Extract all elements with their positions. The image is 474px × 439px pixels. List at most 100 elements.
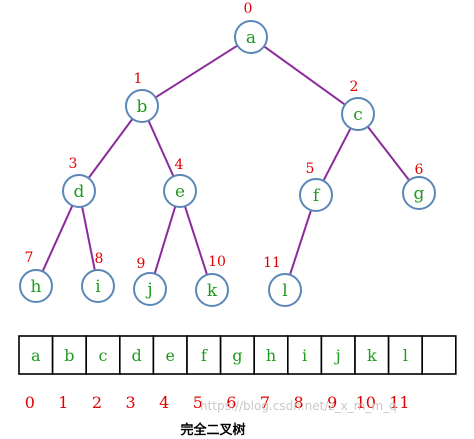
- array-cell-value: j: [334, 346, 341, 365]
- array-cell: e: [152, 335, 188, 375]
- array-cell-box: [186, 335, 222, 375]
- node-index-label: 1: [134, 71, 143, 87]
- tree-node-a: a0: [234, 1, 268, 54]
- tree-node-g: g6: [402, 162, 436, 210]
- array-index-label: 0: [25, 393, 35, 412]
- array-cell: l: [387, 335, 424, 375]
- node-circle: [402, 176, 436, 210]
- node-index-label: 3: [69, 156, 78, 172]
- node-index-label: 6: [415, 162, 424, 178]
- array-cell-value: f: [201, 346, 208, 365]
- node-label: i: [95, 277, 101, 297]
- edge-c-f: [322, 127, 352, 182]
- array-cell: d: [119, 335, 155, 375]
- array-cell-value: g: [232, 346, 242, 365]
- node-circle: [268, 273, 302, 307]
- tree-edges: [41, 44, 411, 276]
- node-index-label: 7: [25, 250, 34, 266]
- edge-e-j: [153, 206, 177, 274]
- tree-node-i: i8: [81, 251, 115, 303]
- array-index-label: 5: [193, 393, 203, 412]
- array-cell: b: [51, 335, 87, 375]
- node-index-label: 8: [95, 251, 104, 267]
- array-cell: c: [85, 335, 121, 375]
- edge-f-l: [289, 209, 312, 276]
- array-index-label: 2: [92, 393, 102, 412]
- array-cell: a: [18, 335, 54, 375]
- array-cell-value: b: [64, 346, 74, 365]
- edge-b-e: [147, 120, 175, 177]
- node-label: j: [145, 280, 152, 300]
- node-circle: [81, 269, 115, 303]
- node-circle: [163, 174, 197, 208]
- array-cell: [421, 335, 457, 375]
- array-cell-value: c: [99, 346, 108, 365]
- array-index-label: 1: [58, 393, 68, 412]
- node-circle: [62, 174, 96, 208]
- tree-node-c: c2: [341, 79, 375, 131]
- tree-node-l: l11: [263, 255, 302, 307]
- node-index-label: 4: [175, 157, 184, 173]
- node-index-label: 2: [350, 79, 359, 95]
- array-index-label: 9: [327, 393, 337, 412]
- array-index-label: 4: [159, 393, 169, 412]
- array-index-label: 3: [126, 393, 136, 412]
- array-cell-box: [85, 335, 121, 375]
- array-cell-value: d: [131, 346, 141, 365]
- node-index-label: 9: [137, 256, 146, 272]
- edge-a-c: [263, 45, 346, 106]
- node-label: g: [414, 184, 425, 204]
- array-cell-value: i: [302, 346, 307, 365]
- edge-a-b: [154, 44, 239, 99]
- node-label: b: [137, 97, 148, 117]
- array-index-label: 8: [294, 393, 304, 412]
- array-cell-value: h: [266, 346, 276, 365]
- node-circle: [299, 178, 333, 212]
- array-cell-value: e: [165, 346, 174, 365]
- node-label: h: [31, 277, 42, 297]
- tree-node-k: k10: [195, 254, 229, 307]
- array-cell-box: [18, 335, 54, 375]
- array-cell: f: [186, 335, 222, 375]
- tree-node-d: d3: [62, 156, 96, 208]
- array-cell: j: [320, 335, 356, 375]
- edge-d-i: [81, 206, 96, 271]
- array-cell: g: [219, 335, 256, 375]
- tree-node-e: e4: [163, 157, 197, 208]
- edge-c-g: [366, 126, 411, 181]
- array-index-label: 11: [389, 393, 409, 412]
- tree-node-h: h7: [19, 250, 53, 303]
- node-circle: [195, 273, 229, 307]
- array-cell-box: [421, 335, 457, 375]
- node-circle: [125, 89, 159, 123]
- node-index-label: 0: [244, 1, 253, 17]
- node-index-label: 11: [263, 255, 281, 271]
- array-index-label: 6: [226, 393, 236, 412]
- array-cell-value: k: [367, 346, 377, 365]
- node-label: d: [74, 182, 85, 202]
- tree-node-f: f5: [299, 161, 333, 212]
- node-label: c: [353, 105, 363, 125]
- node-circle: [341, 97, 375, 131]
- watermark-text: https://blog.csdn.net/z_x_m_m_q: [200, 399, 397, 413]
- diagram-caption: 完全二叉树: [180, 422, 245, 438]
- node-label: l: [282, 281, 287, 301]
- node-label: a: [246, 28, 256, 48]
- node-circle: [133, 272, 167, 306]
- edge-b-d: [87, 118, 134, 179]
- edge-d-h: [41, 205, 74, 272]
- node-index-label: 10: [208, 254, 226, 270]
- array-cell-box: [219, 335, 256, 375]
- array-cell-value: l: [403, 346, 408, 365]
- array-cell: h: [253, 335, 289, 375]
- array-cell: k: [354, 335, 390, 375]
- node-circle: [19, 269, 53, 303]
- node-label: e: [175, 182, 185, 202]
- tree-node-j: j9: [133, 256, 167, 306]
- array-cell-value: a: [31, 346, 41, 365]
- node-label: f: [313, 186, 321, 206]
- edge-e-k: [183, 205, 209, 276]
